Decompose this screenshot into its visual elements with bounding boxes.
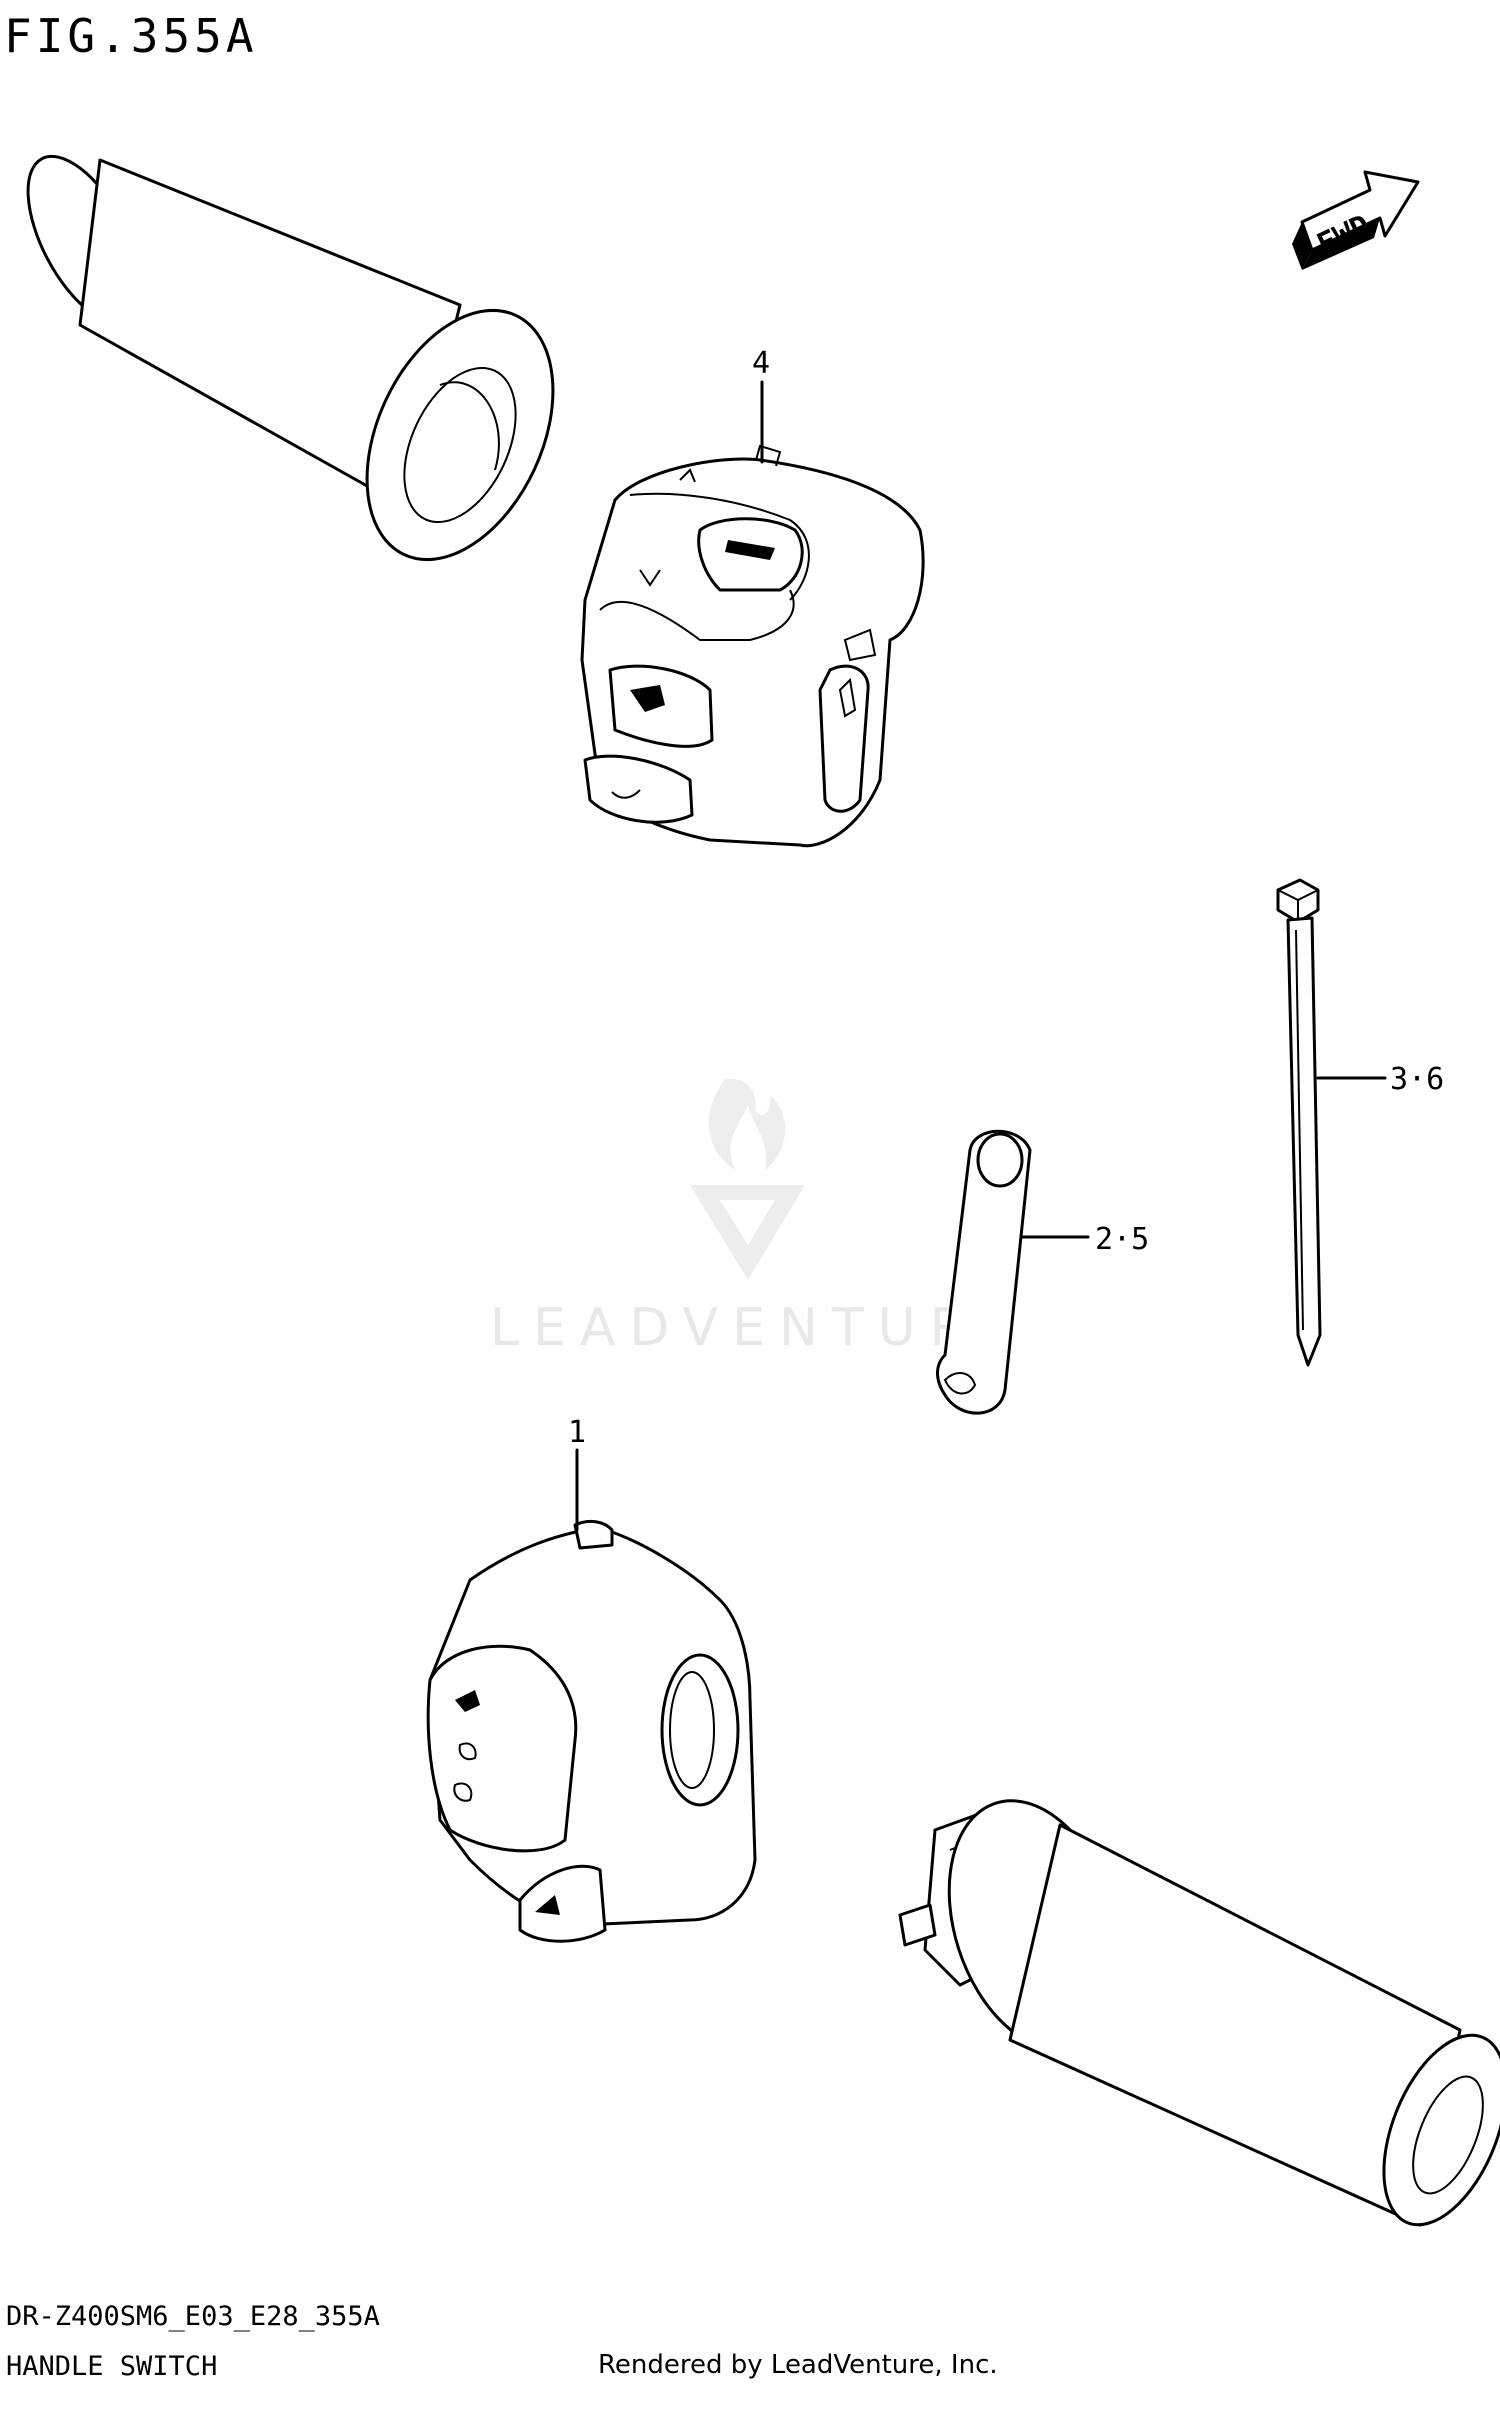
watermark-text: LEADVENTURE: [490, 1298, 1027, 1358]
fwd-arrow-icon: FWD: [1292, 170, 1420, 270]
callout-label-4: 4: [752, 346, 770, 381]
figure-title: FIG.355A: [4, 9, 258, 63]
bracket-strap: [936, 1129, 1032, 1415]
section-name: HANDLE SWITCH: [6, 2351, 217, 2382]
model-code: DR-Z400SM6_E03_E28_355A: [6, 2301, 380, 2332]
render-credit: Rendered by LeadVenture, Inc.: [598, 2350, 998, 2380]
callout-label-1: 1: [568, 1415, 586, 1450]
left-switch-housing: [426, 1519, 757, 1943]
leader-lines: [575, 380, 1387, 1532]
throttle-grip: [898, 1799, 1500, 2227]
callout-label-2-5: 2·5: [1095, 1222, 1149, 1257]
leadventure-watermark: LEADVENTURE: [490, 1079, 1027, 1358]
left-grip: [26, 154, 555, 562]
right-switch-housing: [580, 444, 925, 848]
callout-label-3-6: 3·6: [1390, 1062, 1444, 1097]
cable-tie: [1276, 878, 1322, 1367]
